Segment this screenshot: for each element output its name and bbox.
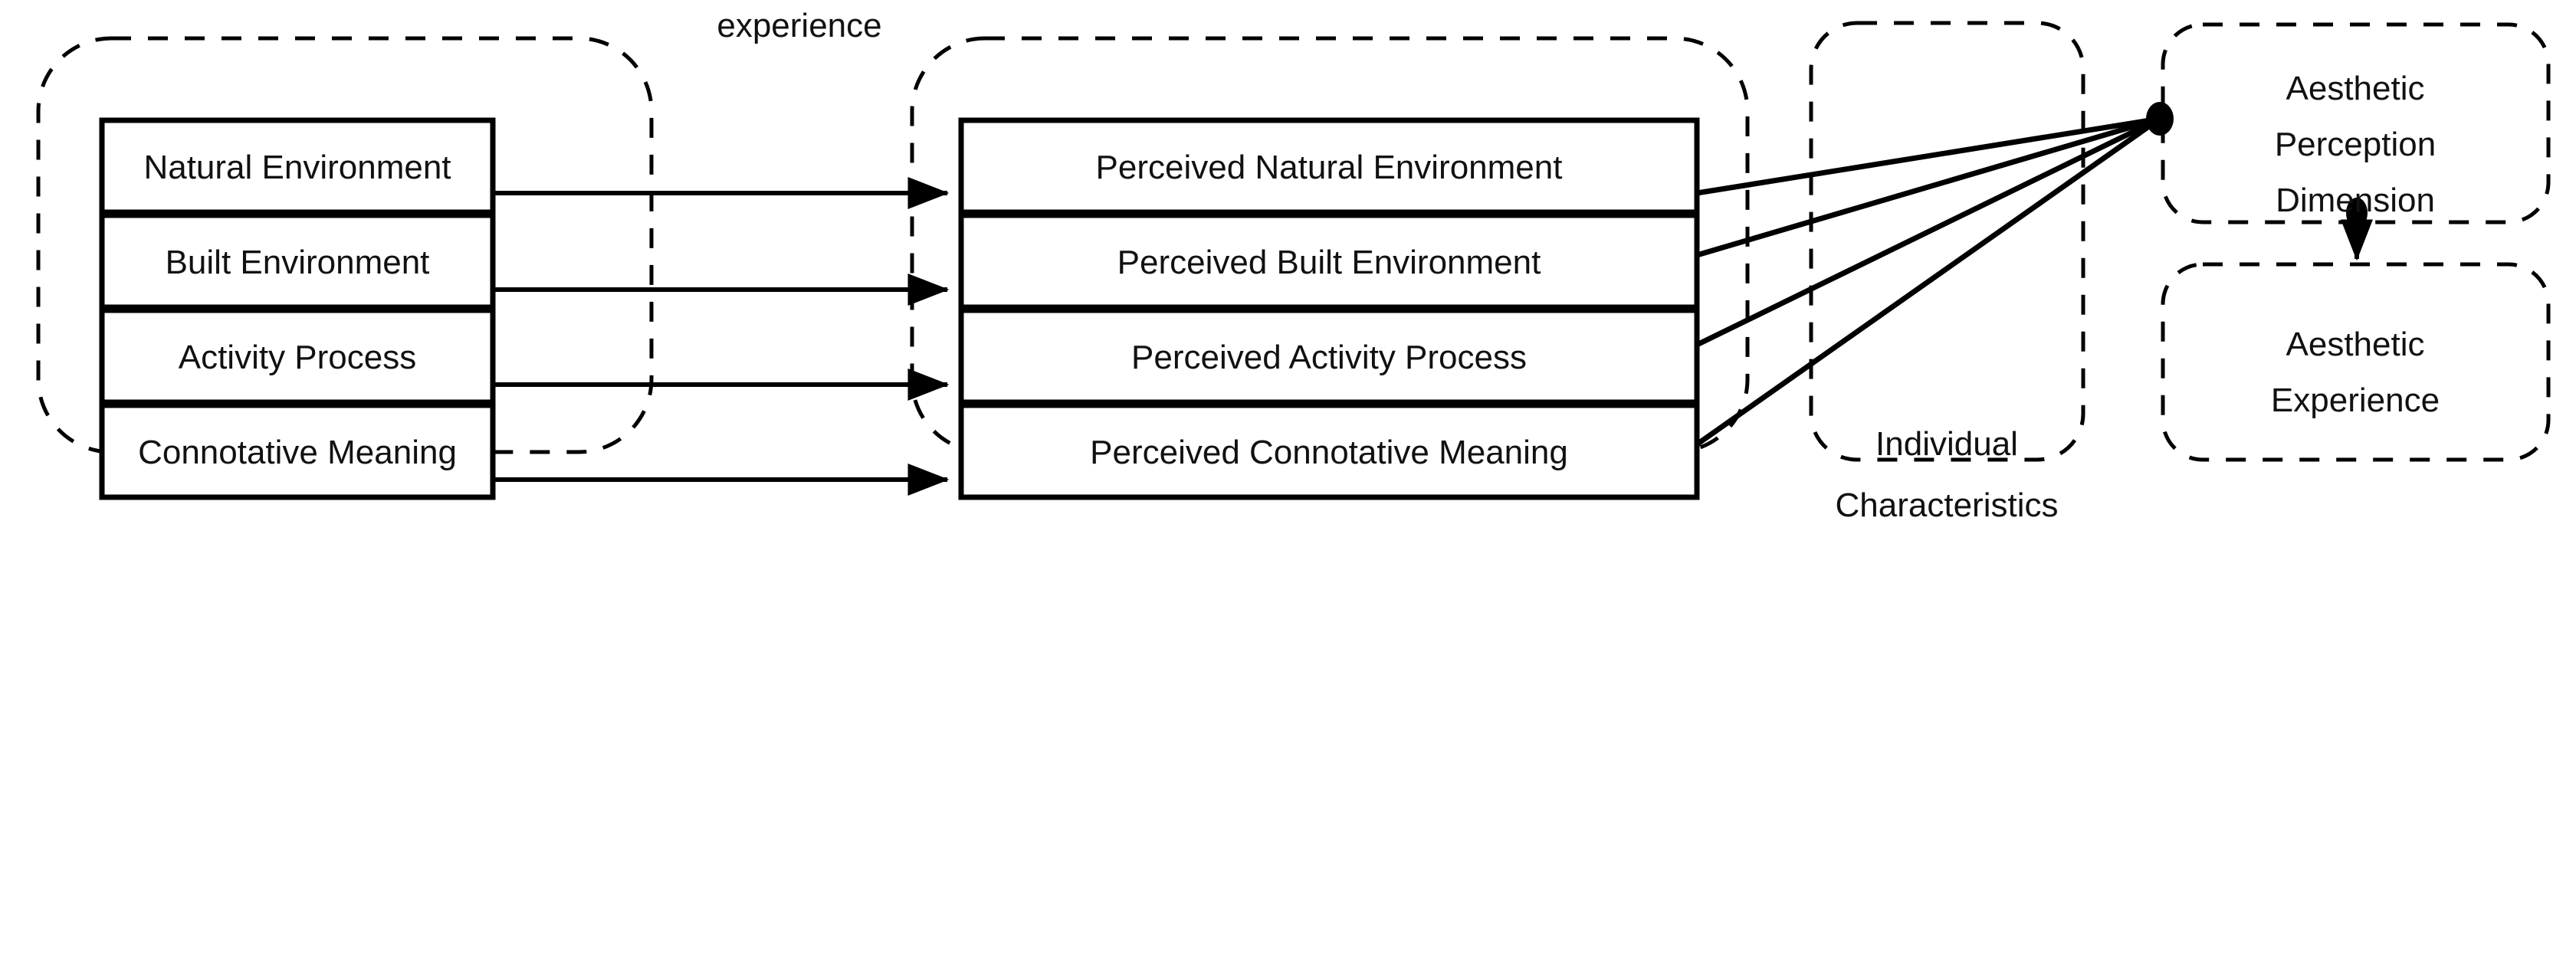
convergence-node (2146, 102, 2174, 136)
label-aesthetic-experience-line2: Experience (2271, 382, 2440, 419)
label-aesthetic-experience-line1: Aesthetic (2286, 326, 2425, 363)
box-activity-process[interactable] (99, 307, 496, 405)
label-aesthetic-perception-line2: Perception (2275, 126, 2436, 163)
link-perceived-activity-to-node (1695, 116, 2161, 348)
label-aesthetic-perception-line1: Aesthetic (2286, 70, 2425, 107)
box-built-environment[interactable] (99, 212, 496, 310)
label-built-environment: Built Environment (166, 244, 430, 281)
link-perceived-natural-to-node (1696, 116, 2161, 196)
group-objective-environment (36, 36, 654, 454)
label-connotative-meaning: Connotative Meaning (138, 434, 457, 471)
label-perceived-connotative-meaning: Perceived Connotative Meaning (1090, 434, 1568, 471)
box-perceived-natural-environment[interactable] (958, 117, 1700, 215)
label-aesthetic-perception-line3: Dimension (2276, 182, 2435, 219)
label-perceived-built-environment: Perceived Built Environment (1117, 244, 1541, 281)
link-perceived-built-to-node (1696, 116, 2161, 258)
label-natural-environment: Natural Environment (143, 149, 451, 186)
box-perceived-connotative-meaning[interactable] (958, 402, 1700, 500)
link-perceived-connotative-to-node (1695, 116, 2162, 447)
label-perceived-activity-process: Perceived Activity Process (1131, 339, 1527, 376)
label-individual-characteristics-line1: Individual (1875, 425, 2018, 463)
group-individual-characteristics (1809, 21, 2085, 462)
box-connotative-meaning[interactable] (99, 402, 496, 500)
label-experience: experience (717, 7, 881, 44)
box-perceived-built-environment[interactable] (958, 212, 1700, 310)
label-perceived-natural-environment: Perceived Natural Environment (1096, 149, 1563, 186)
label-activity-process: Activity Process (179, 339, 417, 376)
box-natural-environment[interactable] (99, 117, 496, 215)
group-aesthetic-experience (2161, 262, 2551, 462)
group-perceived-environment (910, 36, 1750, 454)
label-individual-characteristics-line2: Characteristics (1836, 486, 2059, 524)
box-perceived-activity-process[interactable] (958, 307, 1700, 405)
